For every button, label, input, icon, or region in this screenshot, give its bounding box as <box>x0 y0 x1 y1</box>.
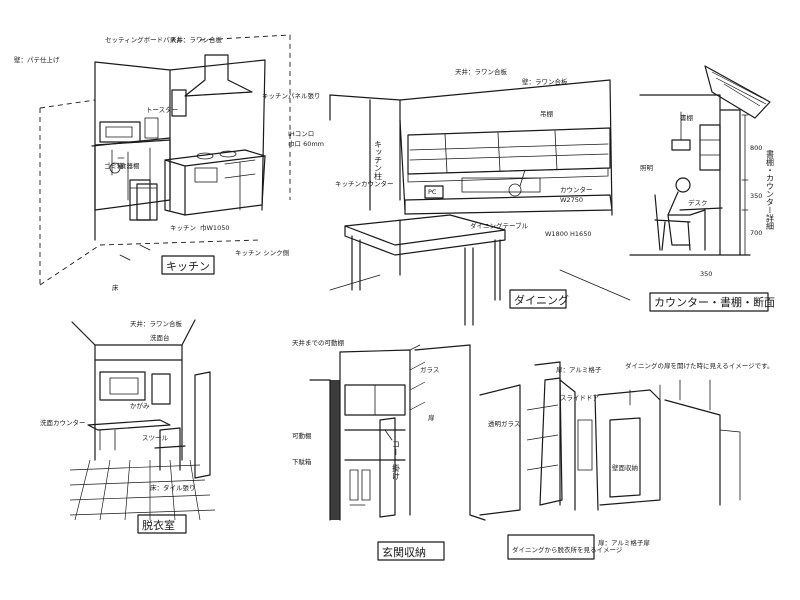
dining-note-pc: PC <box>428 188 437 196</box>
corridor-note-intro: ダイニングの扉を開けた時に見えるイメージです。 <box>625 361 774 370</box>
entrance-note-top: 天井までの可動棚 <box>292 338 345 347</box>
kitchen-note-counter: キッチン <box>170 224 196 232</box>
dining-note-counter: カウンター <box>560 185 593 194</box>
kitchen-note-ih-dim: 巾ロ 60mm <box>288 139 324 148</box>
dressing-panel: 天井：ラワン合板 洗面台 かがみ 洗面カウンター スツール 床：タイル張り 脱衣… <box>40 319 216 534</box>
kitchen-note-ih: IHコンロ <box>288 130 314 138</box>
kitchen-title: キッチン <box>166 260 210 273</box>
kitchen-panel: セッティングボードパネル 天井：ラワン合板 壁：パテ仕上げ トースター キッチン… <box>14 34 324 292</box>
dining-note-table-size: W1800 H1650 <box>545 230 591 238</box>
kitchen-note-toaster: トースター <box>146 105 178 114</box>
dining-note-side: キッチンカウンター <box>335 179 394 188</box>
kitchen-note-cupboard: 食器棚 <box>120 161 140 170</box>
section-dim-top: 800 <box>750 144 762 152</box>
kitchen-note-wall: 壁：パテ仕上げ <box>14 55 60 64</box>
corridor-note-floor: 扉：アルミ格子扉 <box>598 538 650 547</box>
corridor-note-slide: スライドドア <box>560 394 600 402</box>
kitchen-note-panel-right: キッチンパネル張り <box>262 92 321 100</box>
dining-note-counter-size: W2750 <box>560 196 583 204</box>
entrance-note-hanger: コート掛け <box>392 440 401 480</box>
dressing-note-mirror2: かがみ <box>130 401 150 410</box>
entrance-panel: 天井までの可動棚 ガラス 扉 可動棚 下駄箱 コート掛け 玄関収納 <box>292 338 486 561</box>
section-note-desk: デスク <box>688 198 708 207</box>
section-note-shelf: 書棚 <box>680 113 694 122</box>
entrance-title: 玄関収納 <box>382 545 426 559</box>
corridor-panel: ダイニングの扉を開けた時に見えるイメージです。 扉：アルミ格子 透明ガラス 壁面… <box>479 361 774 560</box>
dining-note-ceiling: 天井：ラワン合板 <box>455 67 508 76</box>
section-note-vertical: 書棚・カウンター詳細 <box>766 149 775 231</box>
section-panel: 800 350 700 350 書棚 照明 デスク 書棚・カウンター詳細 カウン… <box>629 65 775 312</box>
dining-note-column: キッチン柱 <box>374 140 383 181</box>
section-dim-small: 350 <box>700 270 712 278</box>
kitchen-note-panel: セッティングボードパネル <box>105 35 183 44</box>
entrance-note-shelf: 可動棚 <box>292 431 312 440</box>
section-dim-mid: 350 <box>750 192 762 200</box>
kitchen-note-bin: ゴミ箱 <box>104 161 124 170</box>
section-title: カウンター・書棚・断面 <box>654 295 775 309</box>
dressing-note-floor: 床：タイル張り <box>150 483 196 492</box>
entrance-note-shoe: 下駄箱 <box>292 457 312 466</box>
entrance-note-door: 扉 <box>428 413 435 422</box>
dressing-note-counter: 洗面カウンター <box>40 418 86 427</box>
dressing-note-mirror: 洗面台 <box>150 333 170 342</box>
section-dim-bot: 700 <box>750 229 762 237</box>
kitchen-note-counter-size: 巾W1050 <box>200 223 229 232</box>
kitchen-note-ceiling: 天井：ラワン合板 <box>170 35 223 44</box>
corridor-title: ダイニングから脱衣所を見るイメージ <box>512 545 623 554</box>
dressing-note-ceiling: 天井：ラワン合板 <box>130 319 183 328</box>
corridor-note-door: 扉：アルミ格子 <box>556 365 602 374</box>
dining-note-cabinet: 吊棚 <box>540 109 554 118</box>
corridor-note-glass: 透明ガラス <box>488 419 520 428</box>
dining-note-table: ダイニングテーブル <box>470 221 529 230</box>
dressing-note-stool: スツール <box>142 434 169 442</box>
dining-note-wall: 壁：ラワン合板 <box>522 77 568 86</box>
dining-panel: 天井：ラワン合板 壁：ラワン合板 吊棚 キッチン柱 キッチンカウンター PC カ… <box>329 67 631 326</box>
entrance-note-glass: ガラス <box>420 365 439 374</box>
kitchen-note-floor: 床 <box>112 283 119 292</box>
kitchen-note-sink: キッチン シンク側 <box>235 249 290 257</box>
corridor-note-wall: 壁面収納 <box>612 463 638 472</box>
section-note-light: 照明 <box>640 164 654 172</box>
dressing-title: 脱衣室 <box>142 518 175 532</box>
dining-title: ダイニング <box>514 293 569 307</box>
